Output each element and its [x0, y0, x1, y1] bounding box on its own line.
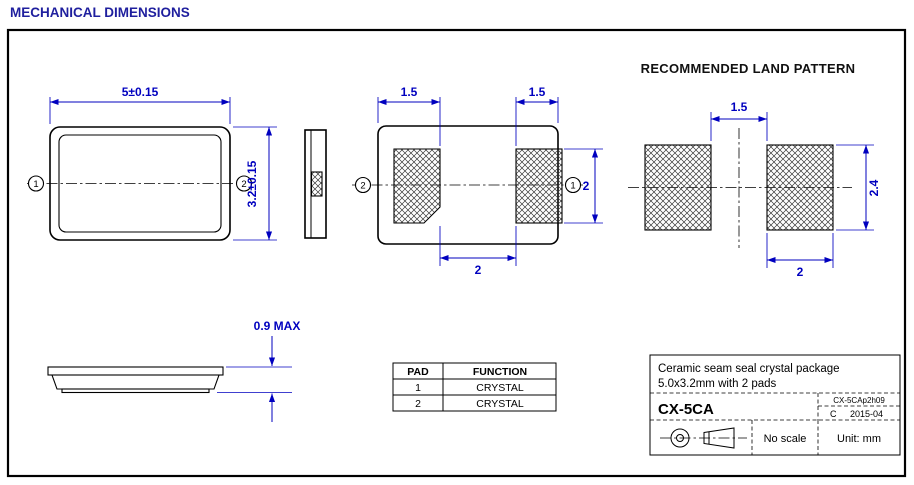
third-angle-projection-symbol [660, 427, 747, 449]
pad-table-row1-function: CRYSTAL [476, 382, 524, 394]
pad1-callout-circle [27, 175, 45, 192]
land-pattern-right-pad [766, 144, 834, 231]
profile-thickness-label: 0.9 MAX [254, 319, 301, 333]
pad-function-table: PAD FUNCTION 1 CRYSTAL 2 CRYSTAL [392, 362, 557, 412]
title-block-scale-note: No scale [764, 433, 807, 445]
title-block: Ceramic seam seal crystal package 5.0x3.… [649, 354, 901, 456]
profile-body [51, 374, 220, 390]
land-pattern: RECOMMENDED LAND PATTERN 1.5 2.4 2 [628, 61, 881, 279]
bottom-view: 2 1 1.5 1.5 2 2 [352, 85, 603, 277]
top-view: 1 2 5±0.15 3.2±0.15 [27, 85, 277, 241]
title-block-part-number: CX-5CA [658, 401, 714, 418]
land-pattern-pad-height-label: 2.4 [867, 179, 881, 196]
profile-top-plate [47, 366, 224, 376]
side-view-seam-hatch [310, 171, 323, 197]
bottom-view-pad-gap-dimension: 2 [439, 226, 517, 277]
pad-table-border [392, 362, 557, 412]
drawing-frame [6, 28, 907, 478]
title-block-unit-note: Unit: mm [837, 433, 881, 445]
bottom-view-pad2-callout-number: 2 [360, 181, 365, 192]
top-view-width-dimension: 5±0.15 [49, 85, 231, 124]
land-pattern-gap-label: 1.5 [731, 100, 748, 114]
top-view-body-outline [49, 126, 231, 241]
top-view-cavity-outline [58, 134, 222, 233]
bottom-view-right-pad-width-dimension: 1.5 [515, 85, 559, 146]
pad2-callout-circle [235, 175, 253, 192]
title-block-border [649, 354, 901, 456]
top-view-height-label: 3.2±0.15 [245, 160, 259, 207]
pad-table-header-pad: PAD [407, 366, 429, 378]
top-view-width-label: 5±0.15 [122, 85, 159, 99]
page-title: MECHANICAL DIMENSIONS [10, 5, 190, 20]
title-block-date: 2015-04 [850, 409, 883, 419]
pad-table-row2-function: CRYSTAL [476, 398, 524, 410]
pad-2-area [393, 148, 441, 224]
bottom-view-right-pad-width-label: 1.5 [529, 85, 546, 99]
title-block-revision: C [830, 409, 837, 419]
land-pattern-gap-dimension: 1.5 [710, 100, 768, 141]
bottom-view-left-pad-width-dimension: 1.5 [377, 85, 441, 146]
pad-table-header-function: FUNCTION [473, 366, 527, 378]
pad-table-row2-pad: 2 [415, 398, 421, 410]
land-pattern-pad-width-dimension: 2 [766, 233, 834, 279]
title-block-doc-code: CX-5CAp2h09 [833, 396, 885, 405]
profile-view: 0.9 MAX [47, 319, 300, 422]
pad1-callout-number: 1 [33, 179, 38, 190]
profile-base [61, 388, 210, 394]
bottom-view-pad1-callout-circle [564, 176, 582, 194]
title-block-description-2: 5.0x3.2mm with 2 pads [658, 378, 777, 390]
side-view [304, 129, 327, 239]
bottom-view-left-pad-width-label: 1.5 [401, 85, 418, 99]
title-block-description-1: Ceramic seam seal crystal package [658, 363, 840, 375]
land-pattern-pad-height-dimension: 2.4 [836, 144, 881, 231]
bottom-view-pad-gap-label: 2 [475, 263, 482, 277]
pad2-callout-number: 2 [241, 179, 246, 190]
profile-thickness-dimension: 0.9 MAX [217, 319, 300, 422]
top-view-height-dimension: 3.2±0.15 [233, 126, 277, 241]
bottom-view-pad2-callout-circle [354, 176, 372, 194]
bottom-view-pad-length-dimension: 2 [564, 148, 603, 224]
land-pattern-left-pad [644, 144, 712, 231]
land-pattern-heading: RECOMMENDED LAND PATTERN [641, 61, 856, 76]
bottom-view-pad-length-label: 2 [583, 179, 590, 193]
side-view-body [304, 129, 327, 239]
pad-1-area [515, 148, 563, 224]
bottom-view-pad1-callout-number: 1 [570, 181, 575, 192]
pad-table-row1-pad: 1 [415, 382, 421, 394]
land-pattern-pad-width-label: 2 [797, 265, 804, 279]
